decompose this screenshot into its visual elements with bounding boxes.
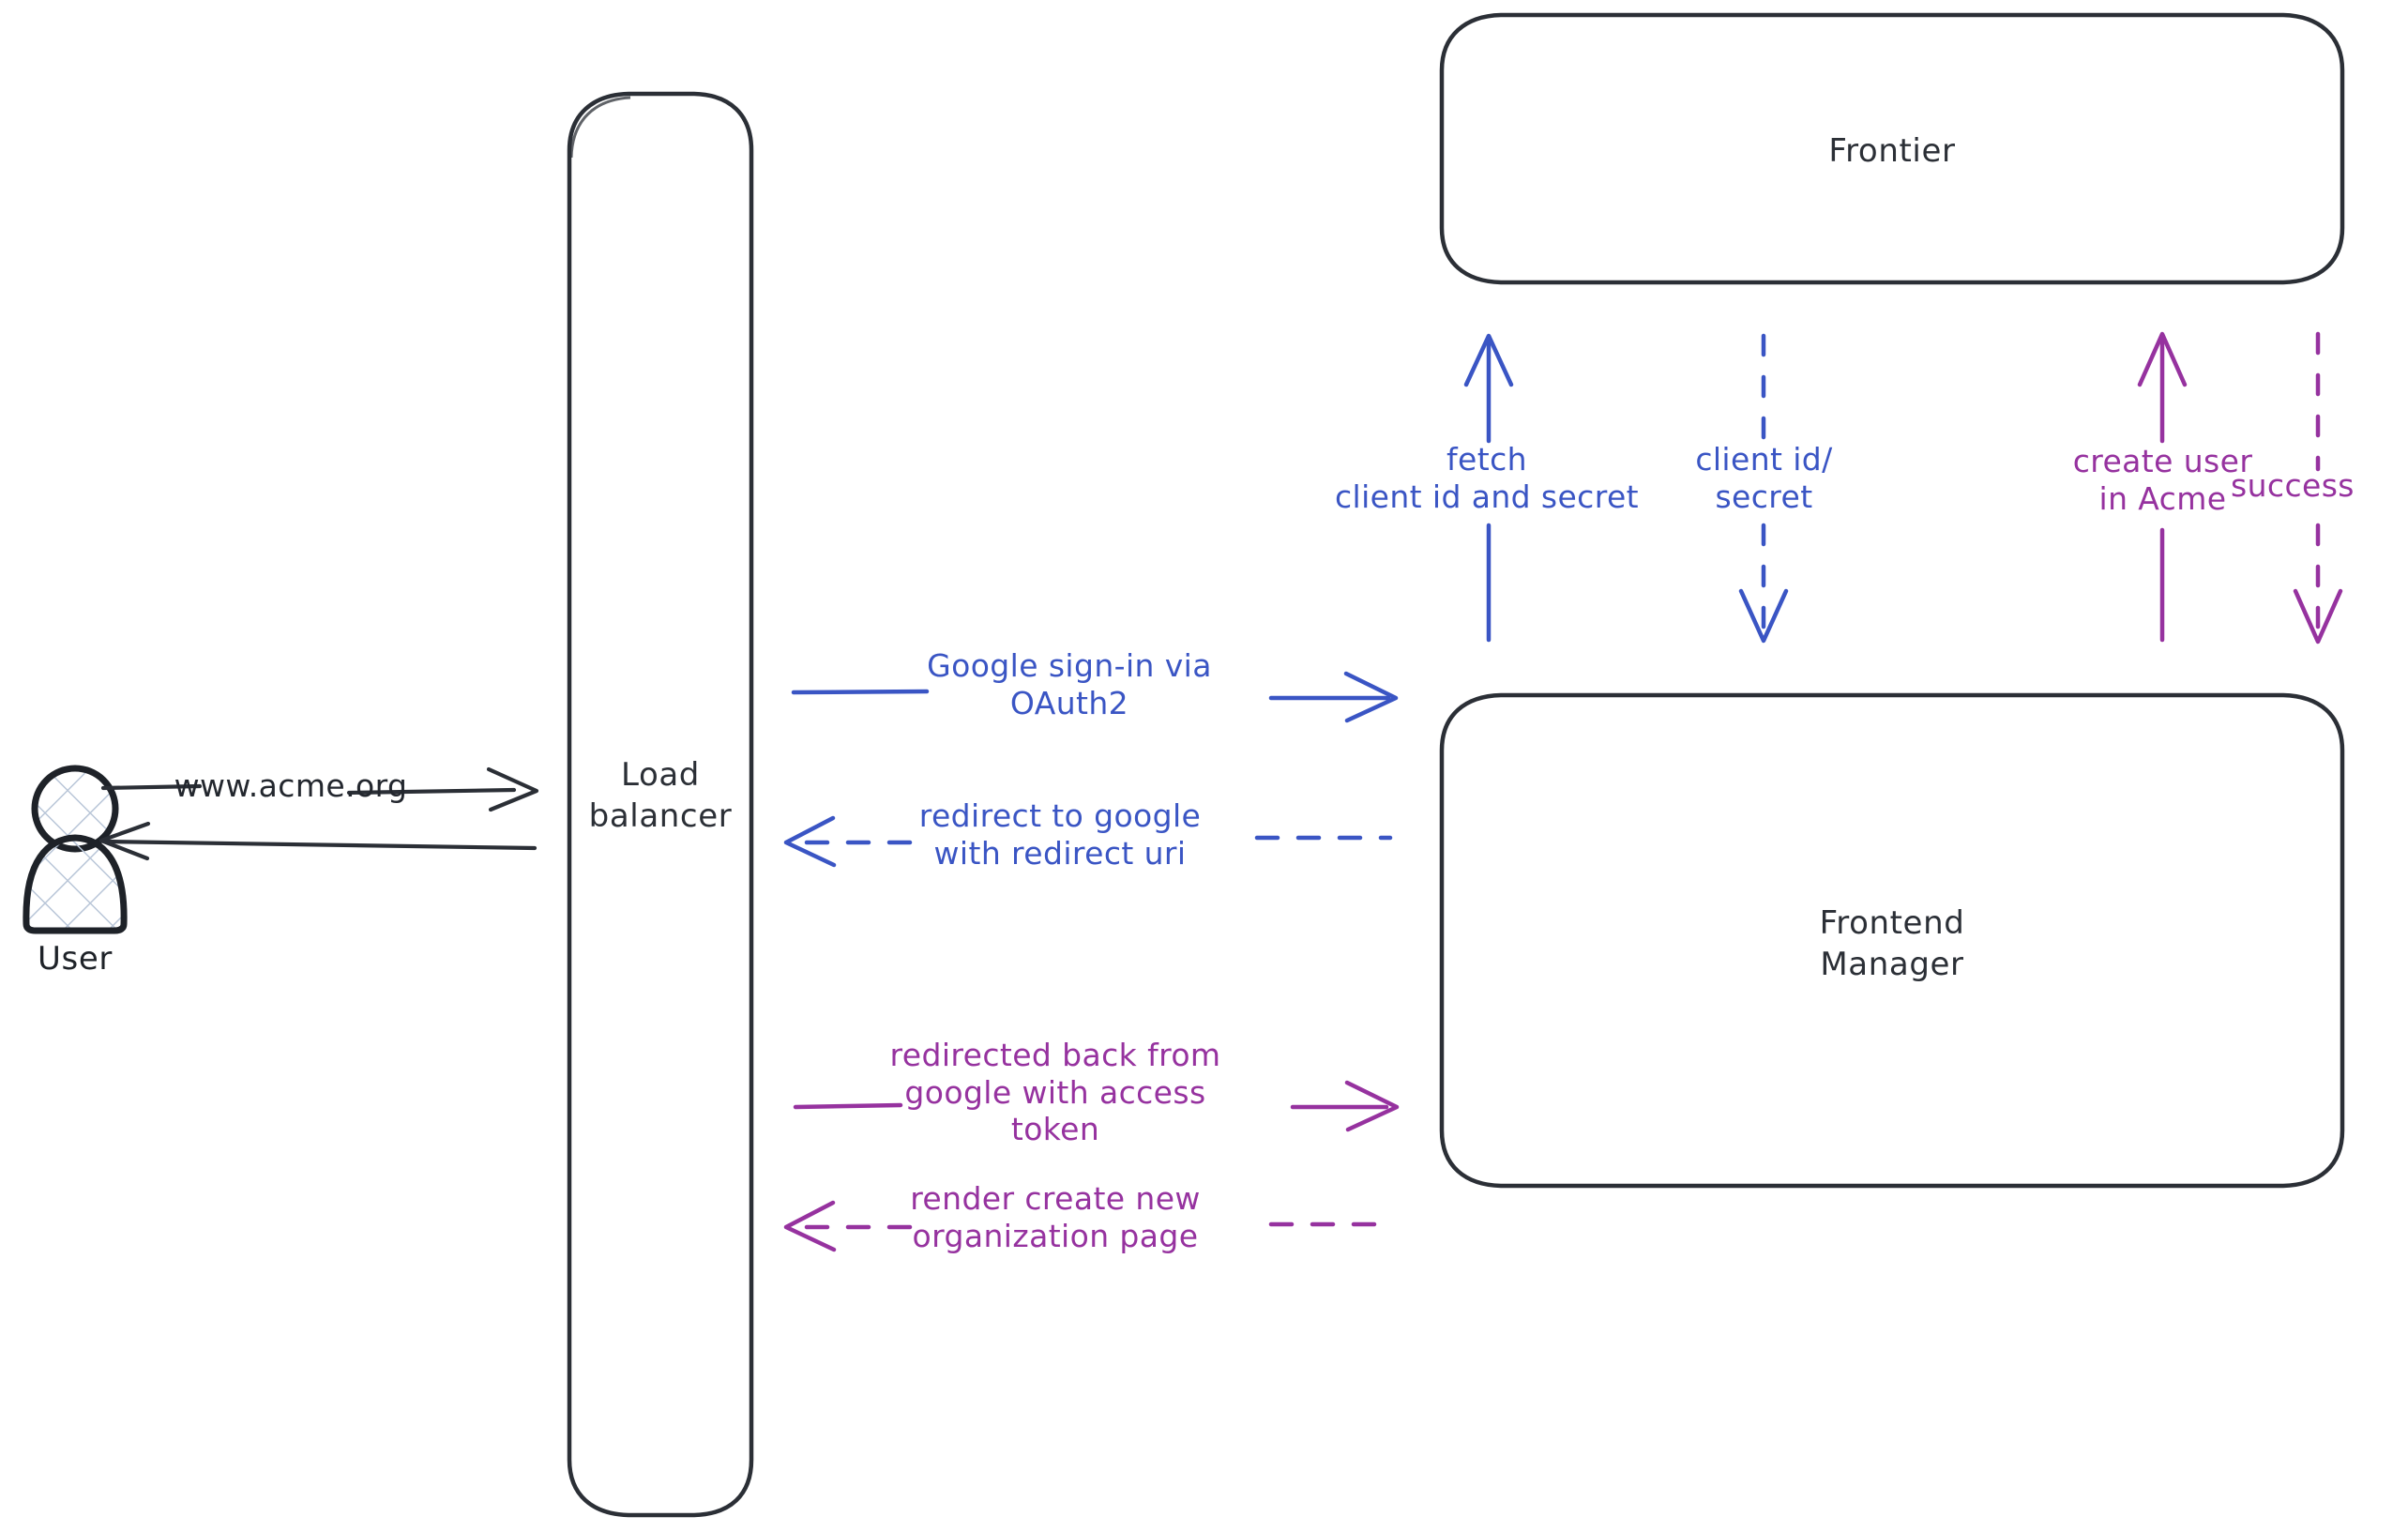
edge-create-user-in-acme-line [2137, 331, 2188, 643]
frontend-manager-node-shape[interactable] [1439, 692, 2345, 1189]
edge-google-signin-line [791, 671, 1399, 723]
edge-load-balancer-to-user [98, 821, 538, 861]
edge-redirect-to-google-line [783, 815, 1393, 868]
edge-redirected-back-with-token-line [793, 1080, 1400, 1132]
frontier-node-shape[interactable] [1439, 12, 2345, 285]
user-actor [23, 765, 128, 934]
edge-fetch-client-id-and-secret-line [1463, 333, 1514, 643]
edge-user-to-load-balancer [100, 766, 539, 812]
edge-client-id-secret-line [1738, 333, 1789, 644]
load-balancer-node-shape[interactable] [567, 91, 754, 1518]
edge-render-create-organization-line [783, 1200, 1393, 1252]
edge-success-line [2293, 331, 2343, 645]
